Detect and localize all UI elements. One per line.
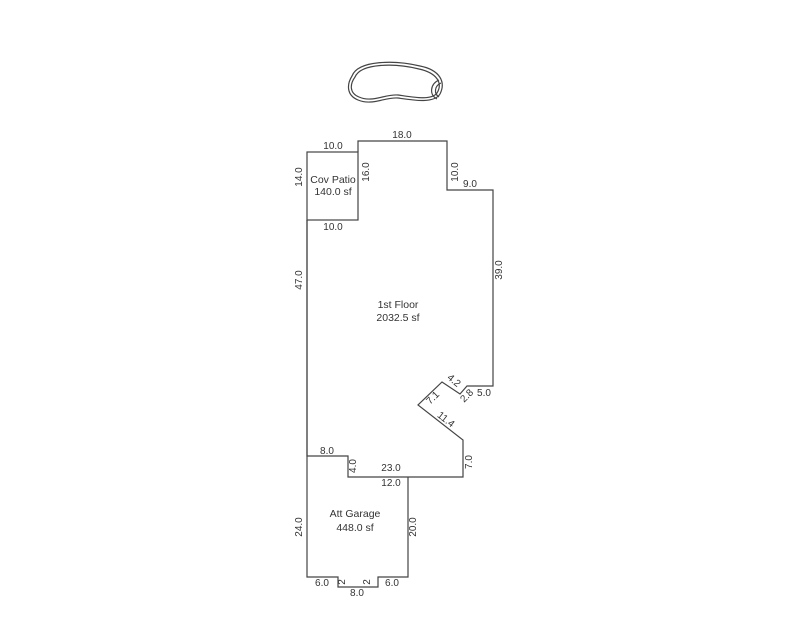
dim-label: 4.0 — [348, 459, 359, 473]
dim-label: 9.0 — [463, 179, 477, 190]
floor-outline — [306, 140, 494, 478]
patio-size: 140.0 sf — [314, 186, 351, 198]
dim-label: 12.0 — [381, 478, 401, 489]
dim-label: 8.0 — [350, 588, 364, 599]
dim-label: 14.0 — [294, 167, 305, 187]
dim-label: 16.0 — [361, 162, 372, 182]
dim-label: 10.0 — [450, 162, 461, 182]
patio-name: Cov Patio — [310, 174, 356, 186]
dim-label: 11.4 — [435, 410, 457, 430]
patio-outline — [306, 151, 359, 221]
garage-name: Att Garage — [330, 508, 381, 520]
dim-label: 24.0 — [294, 517, 305, 537]
dim-label: 18.0 — [392, 130, 412, 141]
dim-label: 2 — [362, 579, 373, 585]
dim-label: 2 — [337, 579, 348, 585]
dim-label: 47.0 — [294, 270, 305, 290]
dim-label: 39.0 — [494, 260, 505, 280]
floor-size: 2032.5 sf — [376, 312, 419, 324]
garage-size: 448.0 sf — [336, 522, 373, 534]
dim-label: 7.1 — [424, 389, 442, 407]
dim-label: 7.0 — [464, 455, 475, 469]
dim-label: 5.0 — [477, 388, 491, 399]
dim-label: 2.8 — [458, 387, 476, 405]
dim-label: 4.2 — [445, 372, 463, 390]
kidney-pool-icon — [347, 61, 443, 103]
dim-label: 6.0 — [315, 578, 329, 589]
dim-label: 6.0 — [385, 578, 399, 589]
dim-label: 10.0 — [323, 141, 343, 152]
dim-label: 10.0 — [323, 222, 343, 233]
dim-label: 20.0 — [408, 517, 419, 537]
dim-label: 23.0 — [381, 463, 401, 474]
dim-label: 8.0 — [320, 446, 334, 457]
garage-outline — [306, 456, 409, 588]
floor-name: 1st Floor — [378, 299, 419, 311]
